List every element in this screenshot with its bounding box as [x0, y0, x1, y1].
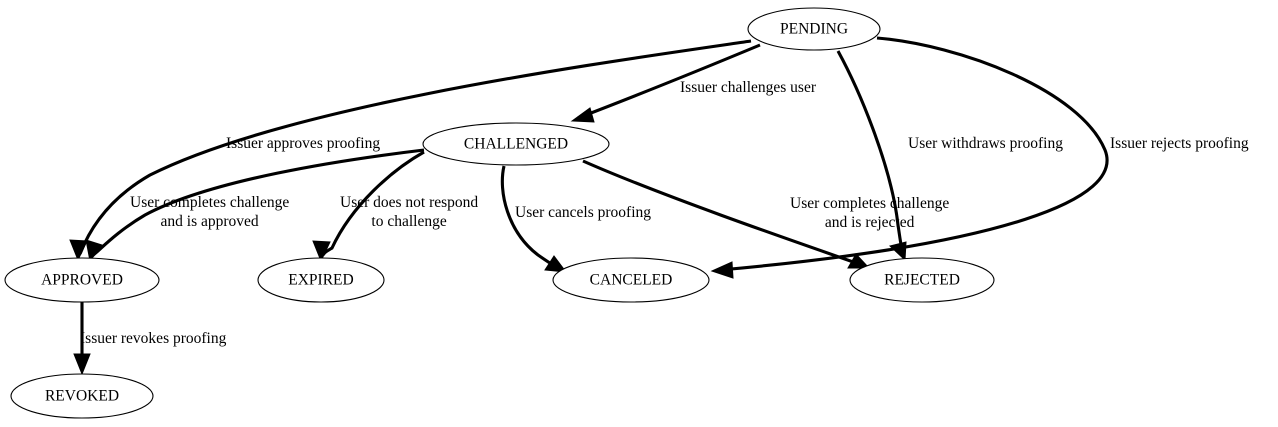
- edge-challenged-rejected: [582, 159, 871, 269]
- arrowhead-icon: [570, 107, 595, 123]
- edge-label-pending-approved: Issuer approves proofing: [226, 135, 381, 152]
- node-challenged[interactable]: CHALLENGED: [422, 122, 610, 166]
- edge-path: [78, 39, 752, 255]
- edge-label-challenged-canceled: User cancels proofing: [515, 204, 652, 221]
- node-shape: [747, 7, 881, 51]
- arrowhead-icon: [312, 240, 331, 263]
- edge-challenged-expired: [312, 150, 425, 263]
- edge-path: [91, 148, 425, 258]
- node-shape: [10, 373, 154, 419]
- node-label: EXPIRED: [288, 272, 353, 289]
- node-rejected[interactable]: REJECTED: [849, 257, 995, 303]
- edge-path: [719, 36, 1109, 272]
- node-pending[interactable]: PENDING: [747, 7, 881, 51]
- edge-approved-revoked: [73, 302, 91, 376]
- arrowhead-icon: [69, 239, 88, 262]
- arrowhead-icon: [888, 241, 907, 262]
- node-label: APPROVED: [41, 272, 123, 289]
- node-layer: PENDING CHALLENGED APPROVED EXPIRED CANC…: [4, 7, 995, 419]
- node-label: CHALLENGED: [464, 136, 568, 153]
- edge-pending-challenged: [570, 43, 761, 123]
- arrowhead-icon: [73, 353, 91, 376]
- edge-label-pending-canceled: Issuer rejects proofing: [1110, 135, 1249, 152]
- node-shape: [4, 257, 160, 303]
- node-shape: [849, 257, 995, 303]
- node-shape: [422, 122, 610, 166]
- edge-path: [582, 159, 863, 267]
- edge-challenged-canceled: [500, 165, 568, 273]
- edge-label-challenged-expired: User does not respond to challenge: [340, 194, 479, 230]
- arrowhead-icon: [710, 261, 734, 279]
- node-expired[interactable]: EXPIRED: [257, 257, 385, 303]
- edge-label-approved-revoked: Issuer revokes proofing: [80, 330, 227, 347]
- arrowhead-icon: [847, 253, 871, 269]
- node-label: CANCELED: [590, 272, 673, 289]
- arrowhead-icon: [85, 239, 103, 263]
- edge-label-pending-rejected: User withdraws proofing: [908, 135, 1063, 152]
- node-label: REJECTED: [884, 272, 960, 289]
- edge-label-challenged-rejected: User completes challenge and is rejected: [790, 195, 950, 231]
- arrowhead-icon: [544, 255, 568, 273]
- edge-pending-approved: [69, 39, 752, 262]
- node-shape: [257, 257, 385, 303]
- node-revoked[interactable]: REVOKED: [10, 373, 154, 419]
- edge-path: [577, 43, 761, 120]
- node-approved[interactable]: APPROVED: [4, 257, 160, 303]
- edge-pending-canceled: [710, 36, 1109, 279]
- node-canceled[interactable]: CANCELED: [552, 257, 710, 303]
- node-label: REVOKED: [45, 388, 119, 405]
- edge-layer: [69, 36, 1109, 376]
- edge-label-pending-challenged: Issuer challenges user: [680, 79, 817, 96]
- node-shape: [552, 257, 710, 303]
- node-label: PENDING: [780, 21, 848, 38]
- edge-label-challenged-approved: User completes challenge and is approved: [130, 194, 290, 230]
- edge-challenged-approved: [85, 148, 425, 263]
